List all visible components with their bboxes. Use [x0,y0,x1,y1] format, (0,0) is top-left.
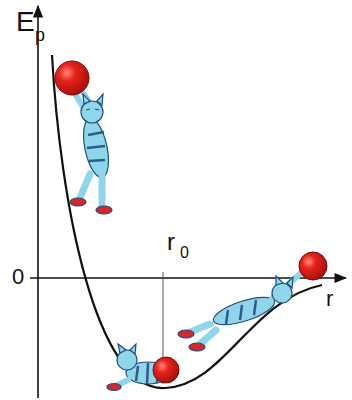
origin-label: 0 [12,266,24,288]
axis-subscript: p [35,26,45,44]
energy-axis [37,6,39,398]
ball [153,357,179,383]
pushing-cat [178,274,300,351]
axis-label: r [167,230,175,254]
axis-label: E [16,8,35,36]
potential-curve [52,55,322,388]
axis-subscript: 0 [180,245,189,261]
ball [55,61,89,95]
axis-label: r [326,288,333,310]
climbing-cat [70,92,113,214]
ball [299,252,327,280]
